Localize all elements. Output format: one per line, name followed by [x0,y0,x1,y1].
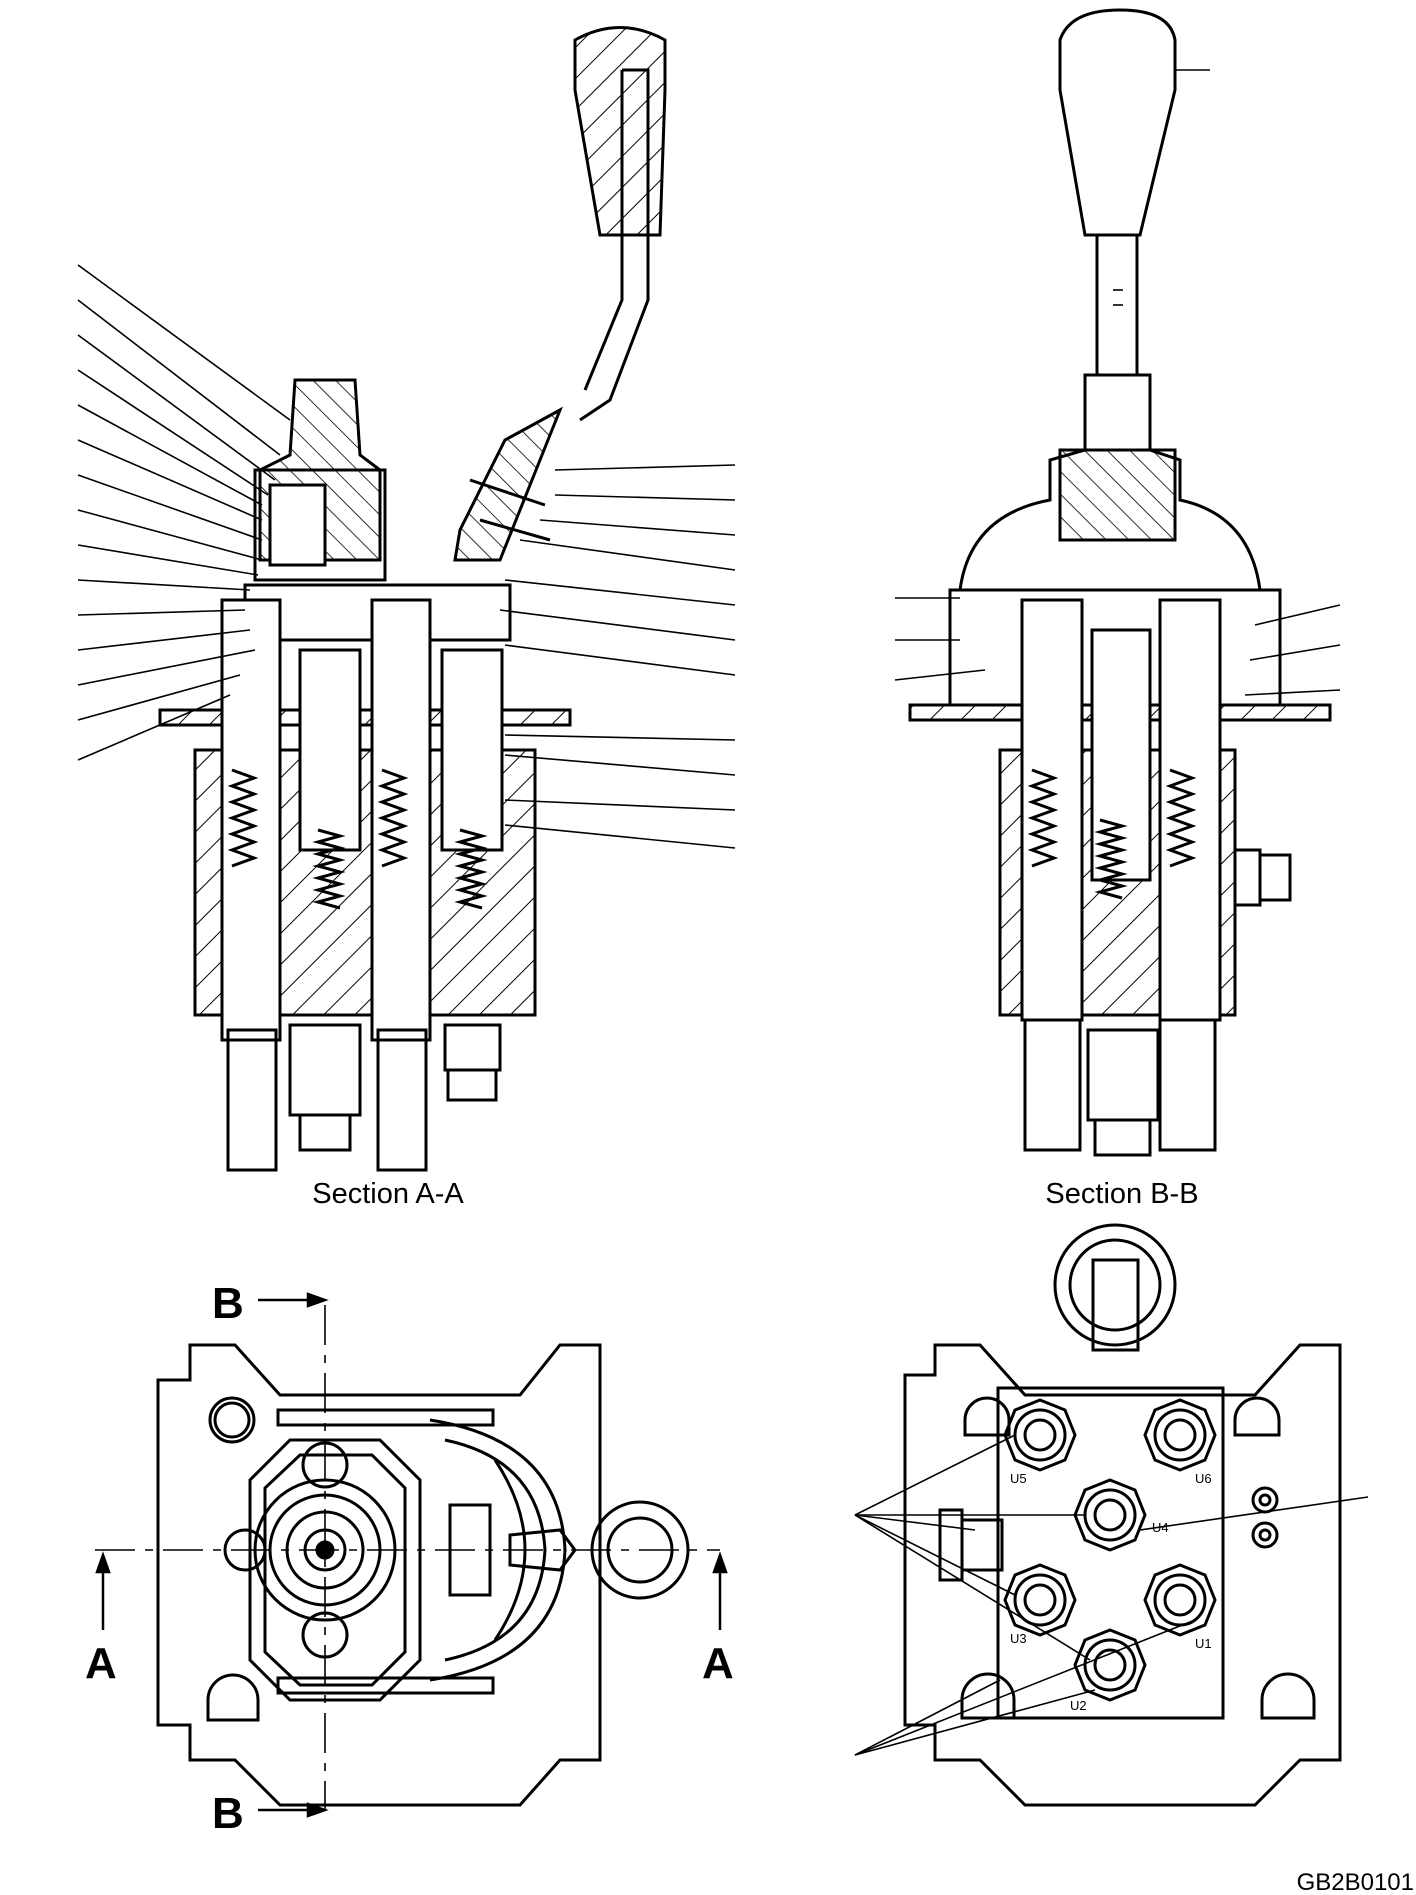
section-marker-b-bottom: B [212,1789,244,1838]
caption-section-aa: Section A-A [312,1178,464,1210]
section-marker-a-right: A [702,1639,734,1688]
port-view-leaders [854,1434,1369,1756]
port-label-u5: U5 [1010,1471,1027,1486]
section-marker-group: B B A A [85,1279,734,1838]
port-label-u4: U4 [1152,1520,1169,1535]
section-marker-a-left: A [85,1639,117,1688]
section-marker-b-top: B [212,1279,244,1328]
port-label-group: U5 U6 U4 U3 U1 U2 [1010,1471,1212,1713]
section-aa-drawing [77,26,736,1172]
port-label-u1: U1 [1195,1636,1212,1651]
figure-code: GB2B0101 [1297,1869,1414,1895]
port-u1 [1143,1563,1217,1637]
port-u4 [1073,1478,1147,1552]
plan-view-drawing [95,1292,728,1818]
port-view-drawing [903,1223,1342,1807]
caption-section-bb: Section B-B [1045,1178,1198,1210]
port-u5 [1003,1398,1077,1472]
section-bb-drawing [894,8,1341,1157]
port-u6 [1143,1398,1217,1472]
port-label-u2: U2 [1070,1698,1087,1713]
port-label-u6: U6 [1195,1471,1212,1486]
port-label-u3: U3 [1010,1631,1027,1646]
port-u3 [1003,1563,1077,1637]
port-u2 [1073,1628,1147,1702]
